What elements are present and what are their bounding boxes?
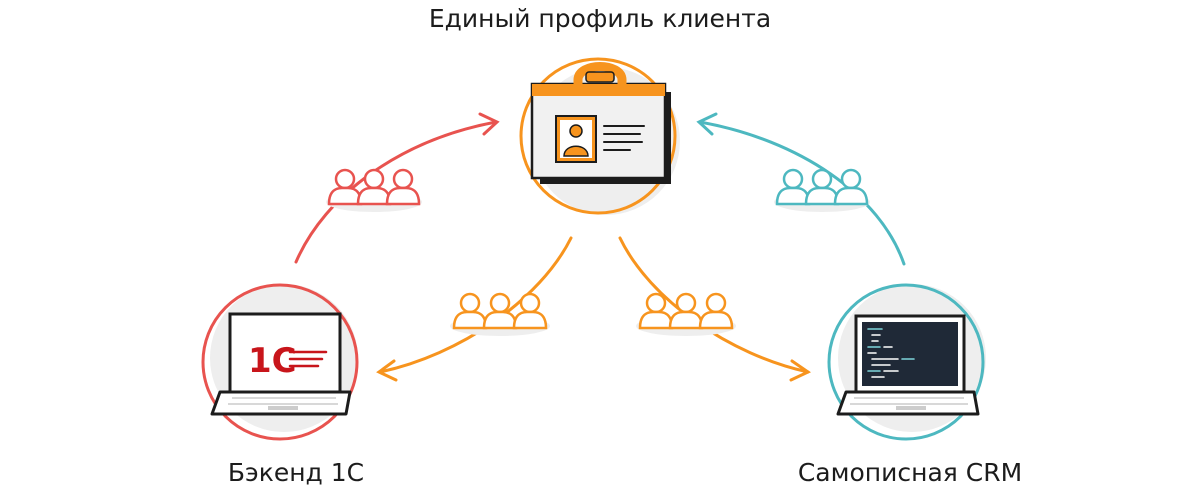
people-group-icon [326,168,422,212]
profile-title: Единый профиль клиента [428,4,772,33]
people-group-icon [774,168,870,212]
crm-node [827,283,986,441]
1c-logo-icon: 1С [248,341,328,381]
people-group-icon [450,292,550,336]
laptop-1c-icon: 1С [210,312,352,416]
laptop-code-icon [836,314,980,416]
id-card-icon [530,62,671,184]
people-group-icon [636,292,736,336]
crm-label: Самописная CRM [797,458,1023,487]
svg-text:1С: 1С [248,341,297,381]
backend-label: Бэкенд 1С [227,458,365,487]
profile-node [519,57,680,215]
backend-node: 1С [201,283,359,441]
